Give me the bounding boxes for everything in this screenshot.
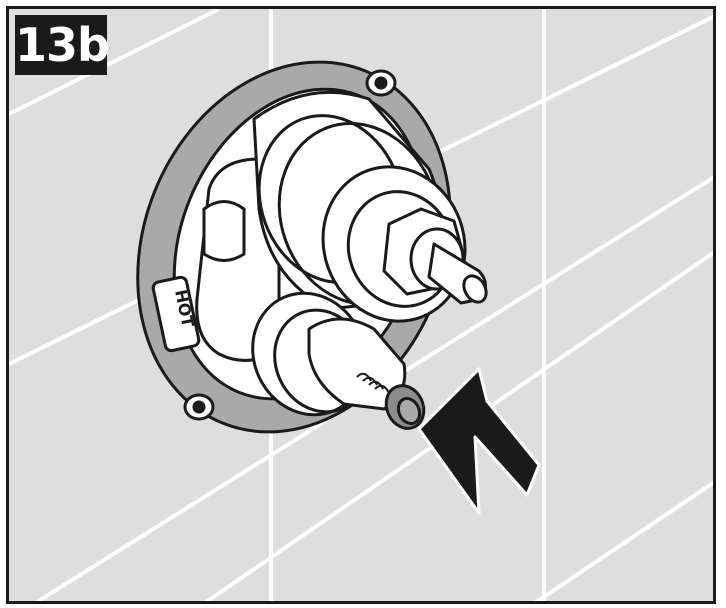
- spring-coil-3: [368, 380, 384, 390]
- housing-label-plate: [151, 275, 201, 353]
- spring-coil-2: [362, 376, 378, 386]
- step-number-badge: 13b: [15, 15, 110, 75]
- mounting-screws: [183, 69, 397, 421]
- diverter-cap-face: [396, 396, 422, 426]
- valve-illustration: HOT: [9, 9, 713, 601]
- instruction-panel: HOT 13b: [6, 6, 716, 604]
- housing-inlet: [202, 200, 246, 262]
- stem-tip: [462, 274, 488, 304]
- spring-coil-1: [356, 372, 372, 382]
- insert-arrow-icon: [417, 367, 541, 515]
- spring-coil-4: [374, 384, 390, 394]
- grout-diagonal-5: [534, 480, 713, 601]
- grout-diagonal-2: [9, 9, 220, 116]
- screw-top-head: [374, 76, 388, 90]
- valve-icon: [136, 60, 488, 434]
- diverter-spring: [356, 372, 390, 394]
- screw-bottom-head: [192, 400, 206, 414]
